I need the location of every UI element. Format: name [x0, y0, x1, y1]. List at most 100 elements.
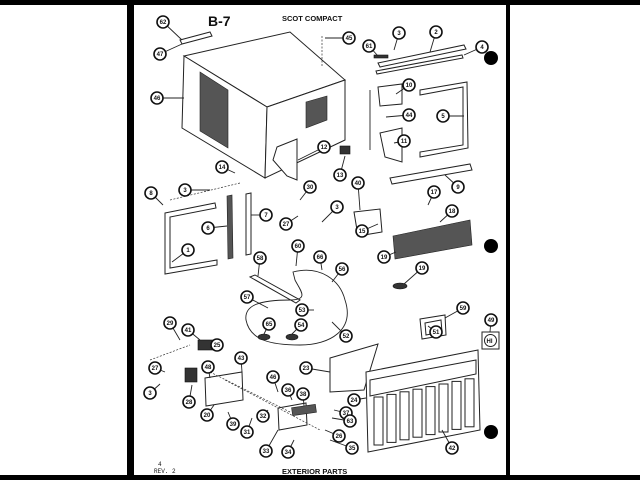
- callout-8: 8: [144, 186, 158, 200]
- callout-circle: [445, 441, 459, 455]
- callout-circle: [226, 417, 240, 431]
- callout-number: 8: [149, 191, 153, 197]
- callout-number: 12: [321, 145, 328, 151]
- callout-51: 51: [429, 325, 443, 339]
- callout-circle: [484, 313, 498, 327]
- callout-number: 41: [185, 328, 192, 334]
- callout-circle: [259, 208, 273, 222]
- callout-number: 44: [406, 113, 413, 119]
- callout-circle: [279, 217, 293, 231]
- callout-number: 47: [157, 52, 164, 58]
- callout-63: 63: [343, 414, 357, 428]
- callout-28: 28: [182, 395, 196, 409]
- callout-number: 45: [346, 36, 353, 42]
- callout-number: 31: [244, 430, 251, 436]
- callout-circle: [150, 91, 164, 105]
- part-panel-10: [377, 83, 403, 107]
- callout-circle: [296, 387, 310, 401]
- callout-circle: [148, 361, 162, 375]
- callout-number: 39: [230, 422, 237, 428]
- part-panel-11: [379, 127, 403, 163]
- callout-7: 7: [259, 208, 273, 222]
- panel-slat: [451, 380, 462, 430]
- callout-circle: [332, 429, 346, 443]
- callout-circle: [181, 243, 195, 257]
- callout-circle: [295, 303, 309, 317]
- callout-number: 27: [283, 222, 290, 228]
- callout-circle: [253, 251, 267, 265]
- callout-19: 19: [377, 250, 391, 264]
- callout-circle: [343, 414, 357, 428]
- callout-circle: [163, 316, 177, 330]
- callout-number: 66: [317, 255, 324, 261]
- callout-45: 45: [342, 31, 356, 45]
- sheet-id: B-7: [208, 13, 231, 29]
- callout-30: 30: [303, 180, 317, 194]
- callout-29: 29: [163, 316, 177, 330]
- panel-slat: [412, 388, 423, 438]
- page-number: 4: [158, 461, 162, 468]
- callout-36: 36: [281, 383, 295, 397]
- callout-4: 4: [475, 40, 489, 54]
- callout-33: 33: [259, 444, 273, 458]
- callout-number: 15: [359, 229, 366, 235]
- part-handle-58: [248, 274, 301, 304]
- part-switch-13: [339, 145, 351, 155]
- callout-circle: [144, 186, 158, 200]
- callout-59: 59: [456, 301, 470, 315]
- callout-circle: [156, 15, 170, 29]
- callout-number: 7: [264, 213, 268, 219]
- callout-circle: [256, 409, 270, 423]
- callout-53: 53: [295, 303, 309, 317]
- callout-number: 42: [449, 446, 456, 452]
- callout-number: 24: [351, 398, 358, 404]
- part-panel-12: [272, 138, 298, 181]
- callout-circle: [299, 361, 313, 375]
- callout-circle: [330, 200, 344, 214]
- callout-65: 65: [262, 317, 276, 331]
- callout-3: 3: [143, 386, 157, 400]
- callout-circle: [317, 140, 331, 154]
- callout-number: 28: [186, 400, 193, 406]
- callout-number: 11: [401, 139, 408, 145]
- callout-13: 13: [333, 168, 347, 182]
- section-title: EXTERIOR PARTS: [282, 467, 347, 476]
- callout-circle: [281, 383, 295, 397]
- callout-number: 14: [219, 165, 226, 171]
- part-control-plate-48: [204, 371, 244, 407]
- callout-number: 32: [260, 414, 267, 420]
- callout-15: 15: [355, 224, 369, 238]
- callout-number: 10: [406, 83, 413, 89]
- callout-number: 58: [257, 256, 264, 262]
- part-top-rail-2: [373, 44, 467, 75]
- hardware-bag-outline: [245, 269, 348, 346]
- panel-slat: [464, 378, 475, 428]
- callout-circle: [345, 441, 359, 455]
- callout-57: 57: [240, 290, 254, 304]
- callout-number: 48: [205, 365, 212, 371]
- callout-circle: [339, 329, 353, 343]
- callout-47: 47: [153, 47, 167, 61]
- callout-circle: [347, 393, 361, 407]
- panel-slat: [386, 393, 397, 443]
- callout-number: 3: [148, 391, 152, 397]
- callout-48: 48: [201, 360, 215, 374]
- callout-number: 53: [299, 308, 306, 314]
- callout-number: 62: [160, 20, 167, 26]
- callout-number: 36: [285, 388, 292, 394]
- callout-number: 18: [449, 209, 456, 215]
- callout-number: 9: [456, 185, 460, 191]
- callout-40: 40: [351, 176, 365, 190]
- callout-number: 33: [263, 449, 270, 455]
- part-louvre-16: [392, 219, 473, 260]
- callout-circle: [240, 290, 254, 304]
- part-filter-strip-6: [226, 194, 234, 260]
- callout-number: 3: [335, 205, 339, 211]
- callout-number: 23: [303, 366, 310, 372]
- callout-54: 54: [294, 318, 308, 332]
- callout-43: 43: [234, 351, 248, 365]
- callout-38: 38: [296, 387, 310, 401]
- callout-61: 61: [362, 39, 376, 53]
- callout-circle: [143, 386, 157, 400]
